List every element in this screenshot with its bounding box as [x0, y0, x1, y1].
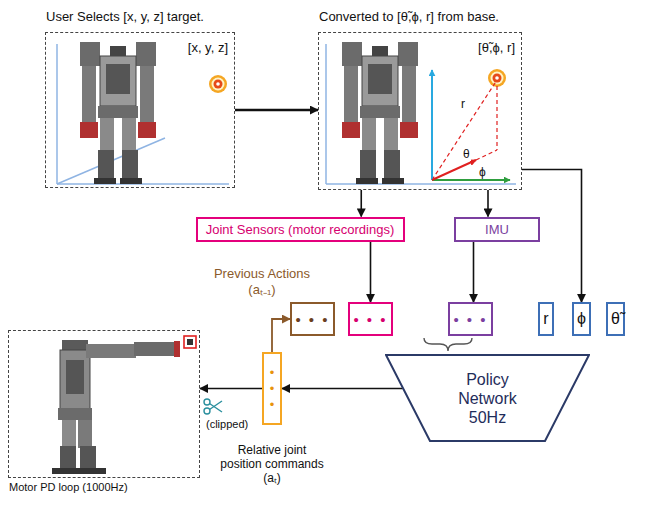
vector-cell-label: • • •	[295, 311, 329, 328]
vector-cell-label: r	[543, 310, 548, 328]
robot-foot	[76, 468, 106, 474]
connector-arrow	[370, 242, 372, 303]
sensor-label: IMU	[485, 222, 509, 237]
observation-cell: • • •	[290, 302, 335, 336]
axis-line	[326, 183, 516, 185]
forward-axis-arrow	[432, 179, 510, 181]
connector-arrow	[360, 190, 362, 217]
sensor-box: IMU	[454, 217, 540, 242]
target-marker-core	[187, 339, 193, 345]
range-line	[432, 80, 497, 180]
connector-arrow	[200, 388, 262, 390]
robot-panel: Motor PD loop (1000Hz)	[8, 330, 200, 478]
robot-forearm	[134, 342, 176, 356]
target-panel: User Selects [x, y, z] target.[x, y, z]	[45, 32, 235, 188]
robot-side-figure	[52, 340, 180, 474]
axis-line	[56, 44, 58, 184]
robot-torso	[60, 350, 90, 410]
scissors-handle	[204, 399, 210, 405]
observation-cell: r	[538, 302, 554, 336]
vector-cell-label: • • •	[453, 311, 487, 328]
scissors-blade	[210, 401, 223, 410]
policy-label: Policy Network 50Hz	[444, 370, 532, 427]
robot-thigh	[62, 420, 76, 448]
angle-label: θ	[462, 148, 471, 161]
vector-cell-label: ϕ	[577, 310, 586, 328]
observation-cell: θ̃	[606, 302, 625, 336]
connector-arrow	[487, 190, 489, 217]
observation-cell: • • •	[448, 302, 493, 336]
axis-label: r	[460, 98, 466, 111]
target-icon	[488, 69, 506, 87]
panel-heading: Converted to [θ̃,ϕ, r] from base.	[319, 9, 499, 24]
projection-line	[476, 150, 497, 160]
axis-line	[325, 44, 327, 184]
heading-arrow	[432, 160, 476, 180]
target-marker	[184, 336, 196, 348]
scissors-icon	[204, 399, 222, 414]
vector-cell-label: • • •	[268, 365, 276, 413]
robot-shin	[60, 446, 76, 470]
robot-board	[66, 360, 84, 394]
robot-shin	[80, 446, 96, 470]
axis-line	[57, 183, 229, 185]
vector-cell-label: θ̃	[611, 310, 620, 328]
connector-arrow	[282, 388, 403, 390]
angle-label: ϕ	[478, 166, 487, 179]
action-vector: • • •Relative joint position commands (a…	[262, 352, 282, 425]
connector-arrow	[473, 242, 475, 303]
observation-cell: • • •	[348, 302, 393, 336]
scissors-handle	[204, 408, 210, 414]
clip-label: (clipped)	[205, 418, 249, 430]
robot-arm	[86, 344, 136, 358]
vector-cell-label: • • •	[353, 311, 387, 328]
observation-cell: ϕ	[572, 302, 591, 336]
policy-network: Policy Network 50Hz	[385, 354, 590, 442]
robot-thigh	[78, 420, 92, 448]
sensor-box: Joint Sensors (motor recordings)	[196, 217, 405, 242]
robot-figure	[342, 42, 418, 184]
coordinate-label: [θ̃,ϕ, r]	[478, 40, 515, 55]
panel-heading: User Selects [x, y, z] target.	[46, 9, 204, 24]
target-icon	[209, 75, 227, 93]
action-caption: Relative joint position commands (aₜ)	[220, 443, 324, 485]
robot-hand	[174, 341, 180, 357]
sensor-label: Joint Sensors (motor recordings)	[206, 222, 395, 237]
robot-figure	[80, 42, 156, 184]
coordinate-label: [x, y, z]	[188, 40, 228, 55]
convert-arrow	[235, 109, 318, 112]
trapezoid-shape	[386, 355, 589, 441]
feedback-arrow	[272, 319, 290, 352]
panel-caption: Motor PD loop (1000Hz)	[9, 481, 128, 493]
edge-label: Previous Actions (aₜ₋₁)	[203, 266, 321, 298]
projection-line	[496, 86, 497, 150]
robot-hip	[58, 408, 92, 420]
up-axis-arrow	[431, 70, 433, 180]
converted-panel: Converted to [θ̃,ϕ, r] from base.[θ̃,ϕ, …	[318, 32, 522, 190]
brace	[424, 338, 472, 351]
